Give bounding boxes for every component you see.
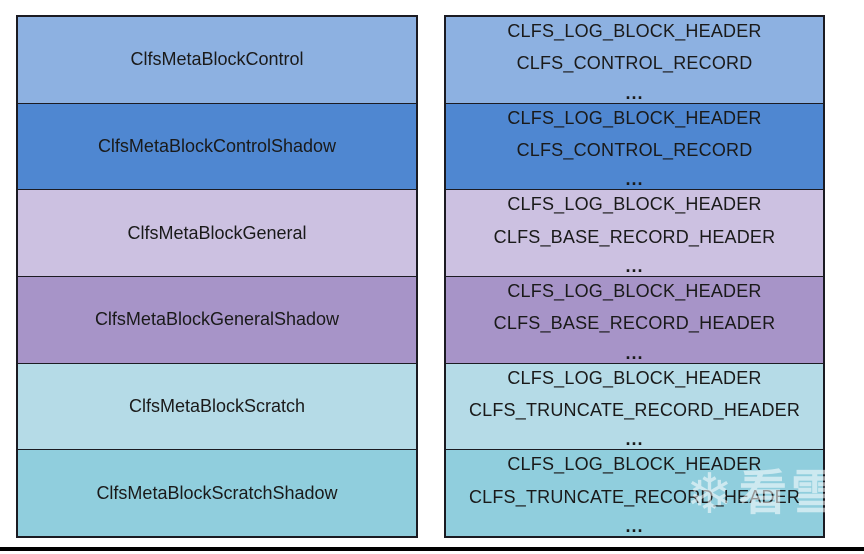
struct-name: CLFS_BASE_RECORD_HEADER [493, 226, 776, 247]
struct-name: CLFS_TRUNCATE_RECORD_HEADER [468, 400, 801, 421]
content-scratch: CLFS_LOG_BLOCK_HEADER CLFS_TRUNCATE_RECO… [446, 362, 823, 450]
struct-name: CLFS_LOG_BLOCK_HEADER [507, 367, 762, 388]
struct-name: CLFS_CONTROL_RECORD [516, 140, 753, 160]
struct-name: CLFS_LOG_BLOCK_HEADER [507, 194, 762, 215]
meta-block-general-shadow: ClfsMetaBlockGeneralShadow [18, 276, 416, 363]
meta-block-general: ClfsMetaBlockGeneral [18, 189, 416, 277]
metadata-block-names-column: ClfsMetaBlockControl ClfsMetaBlockContro… [16, 15, 418, 538]
struct-name: CLFS_LOG_BLOCK_HEADER [507, 107, 762, 128]
ellipsis: ... [625, 516, 644, 537]
footer-divider [0, 547, 864, 551]
meta-block-label: ClfsMetaBlockScratch [128, 396, 306, 417]
ellipsis: ... [625, 429, 644, 450]
content-scratch-shadow: CLFS_LOG_BLOCK_HEADER CLFS_TRUNCATE_RECO… [446, 449, 823, 537]
meta-block-scratch-shadow: ClfsMetaBlockScratchShadow [18, 449, 416, 537]
struct-name: CLFS_TRUNCATE_RECORD_HEADER [468, 486, 801, 507]
ellipsis: ... [625, 342, 644, 363]
content-control: CLFS_LOG_BLOCK_HEADER CLFS_CONTROL_RECOR… [446, 17, 823, 103]
ellipsis: ... [625, 169, 644, 190]
meta-block-control-shadow: ClfsMetaBlockControlShadow [18, 102, 416, 190]
content-general-shadow: CLFS_LOG_BLOCK_HEADER CLFS_BASE_RECORD_H… [446, 276, 823, 363]
struct-name: CLFS_LOG_BLOCK_HEADER [507, 21, 762, 41]
struct-name: CLFS_BASE_RECORD_HEADER [493, 313, 776, 334]
struct-name: CLFS_CONTROL_RECORD [516, 53, 753, 74]
meta-block-scratch: ClfsMetaBlockScratch [18, 362, 416, 450]
meta-block-label: ClfsMetaBlockGeneral [127, 222, 307, 243]
struct-name: CLFS_LOG_BLOCK_HEADER [507, 454, 762, 475]
meta-block-label: ClfsMetaBlockControlShadow [97, 136, 337, 156]
meta-block-label: ClfsMetaBlockScratchShadow [96, 482, 338, 503]
meta-block-label: ClfsMetaBlockControl [130, 49, 304, 70]
meta-block-control: ClfsMetaBlockControl [18, 17, 416, 103]
struct-name: CLFS_LOG_BLOCK_HEADER [507, 281, 762, 302]
content-general: CLFS_LOG_BLOCK_HEADER CLFS_BASE_RECORD_H… [446, 189, 823, 277]
ellipsis: ... [625, 82, 644, 103]
ellipsis: ... [625, 256, 644, 276]
meta-block-label: ClfsMetaBlockGeneralShadow [94, 309, 340, 330]
block-contents-column: CLFS_LOG_BLOCK_HEADER CLFS_CONTROL_RECOR… [444, 15, 825, 538]
content-control-shadow: CLFS_LOG_BLOCK_HEADER CLFS_CONTROL_RECOR… [446, 102, 823, 190]
